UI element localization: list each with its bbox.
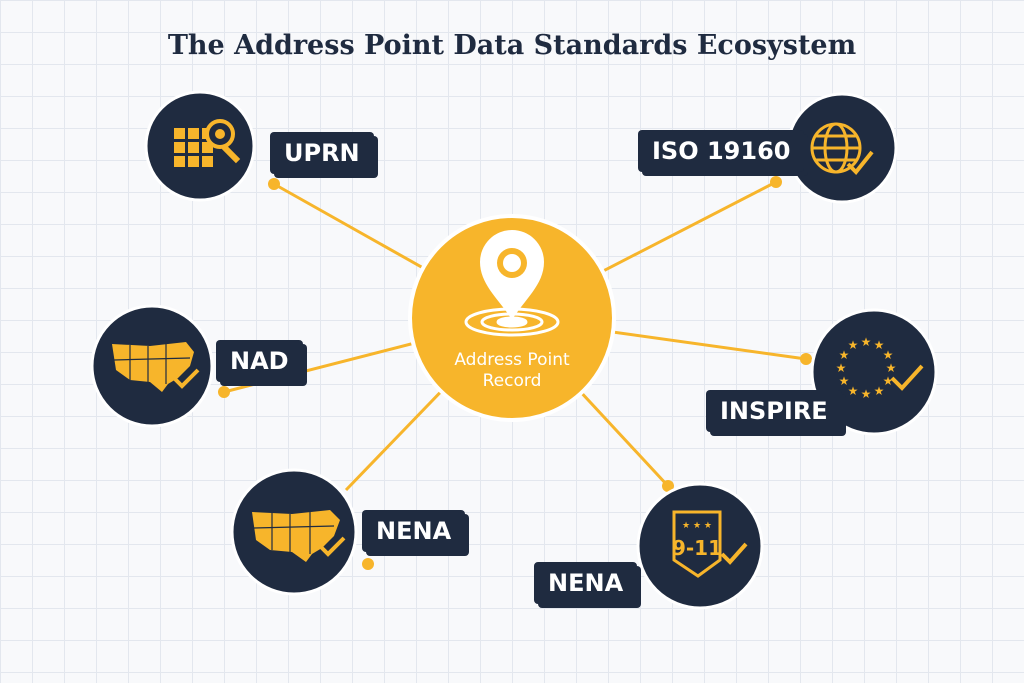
- us-map-check-icon: [252, 510, 346, 562]
- svg-text:★: ★: [883, 348, 894, 362]
- connector-dot-iso: [770, 176, 782, 188]
- svg-text:★: ★: [874, 384, 885, 398]
- node-nad: [90, 304, 214, 428]
- connector-dot-inspire: [800, 353, 812, 365]
- grid-magnifier-icon: [174, 119, 241, 167]
- badge-911-text: 9-11: [672, 536, 722, 560]
- connector-dot-nad: [218, 386, 230, 398]
- svg-text:★: ★: [839, 374, 850, 388]
- svg-text:★: ★: [883, 374, 894, 388]
- node-nena1: [230, 468, 358, 596]
- svg-text:★: ★: [836, 361, 847, 375]
- tag-uprn: UPRN: [270, 132, 374, 174]
- eu-stars-check-icon: ★★★ ★★★ ★★★ ★★★: [836, 335, 924, 401]
- tag-iso: ISO 19160: [638, 130, 805, 172]
- svg-text:★: ★: [861, 387, 872, 401]
- node-inspire: ★★★ ★★★ ★★★ ★★★: [810, 308, 938, 436]
- svg-text:★: ★: [874, 338, 885, 352]
- globe-check-icon: [810, 122, 874, 175]
- svg-text:★: ★: [886, 361, 897, 375]
- tag-nena2: NENA: [534, 562, 638, 604]
- connector-dot-nena2: [662, 480, 674, 492]
- svg-text:★ ★ ★: ★ ★ ★: [682, 521, 712, 531]
- connector-dot-uprn: [268, 178, 280, 190]
- node-nena2: ★ ★ ★ 9-11: [636, 482, 764, 610]
- tag-inspire: INSPIRE: [706, 390, 842, 432]
- tag-nad: NAD: [216, 340, 303, 382]
- svg-text:★: ★: [861, 335, 872, 349]
- svg-text:★: ★: [839, 348, 850, 362]
- node-uprn: [144, 90, 256, 202]
- shield-911-check-icon: ★ ★ ★ 9-11: [672, 510, 748, 578]
- node-iso: [786, 92, 898, 204]
- center-node: [408, 214, 616, 422]
- svg-text:★: ★: [848, 384, 859, 398]
- connector-dot-nena1: [362, 558, 374, 570]
- tag-nena1: NENA: [362, 510, 466, 552]
- center-node-label: Address Point Record: [412, 350, 612, 392]
- center-label-line2: Record: [482, 371, 542, 391]
- us-map-check-icon: [112, 342, 200, 392]
- diagram-title: The Address Point Data Standards Ecosyst…: [167, 30, 857, 61]
- center-label-line1: Address Point: [454, 350, 570, 370]
- svg-text:★: ★: [848, 338, 859, 352]
